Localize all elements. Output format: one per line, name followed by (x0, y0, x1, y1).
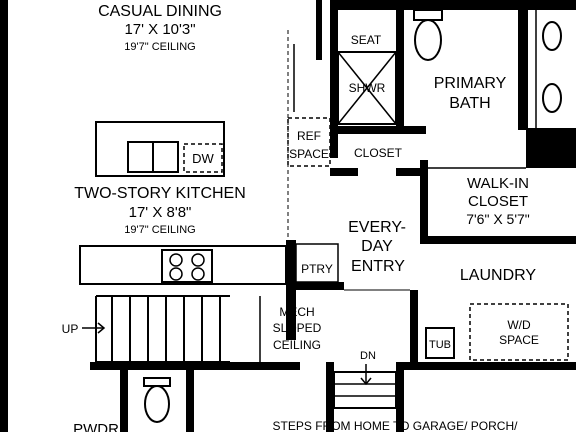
closet-bottom-wall-right (396, 168, 426, 176)
casual-dining-size: 17' X 10'3" (124, 21, 195, 38)
ref-space-outline (287, 117, 331, 167)
kitchen-size: 17' X 8'8" (129, 204, 192, 221)
bath-left-wall (330, 0, 338, 158)
burner-1 (169, 253, 183, 267)
walk-in-closet-size: 7'6" X 5'7" (466, 211, 530, 227)
walk-in-bottom-wall (420, 236, 576, 244)
closet-corner-block (526, 128, 576, 168)
mech-line2: SLOPED (273, 321, 322, 335)
left-exterior-wall (0, 0, 8, 432)
tub-label: TUB (429, 339, 451, 351)
cooktop (161, 249, 213, 283)
laundry-tub (425, 327, 455, 359)
pantry-outline (295, 243, 339, 283)
wd-space-outline (469, 303, 569, 361)
entry-line3: ENTRY (351, 258, 405, 275)
pantry-label: PTRY (301, 262, 333, 276)
labels: CASUAL DINING 17' X 10'3" 19'7" CEILING … (62, 3, 539, 432)
pwdr-toilet (144, 385, 170, 423)
bath-top-wall (330, 0, 576, 10)
shower-x2 (337, 51, 397, 125)
closet-bottom-wall-left (330, 168, 358, 176)
bottom-wall-a (90, 362, 300, 370)
casual-dining-ceiling: 19'7" CEILING (124, 41, 195, 53)
thin-lines (79, 9, 569, 423)
staircase (95, 295, 230, 363)
mech-top-wall (296, 282, 344, 290)
mech-line3: CEILING (273, 338, 321, 352)
toilet-bowl (414, 19, 442, 61)
ref-space-line2: SPACE (289, 147, 329, 161)
wd-space-line2: SPACE (499, 333, 539, 347)
primary-bath-line1: PRIMARY (434, 75, 507, 92)
casual-dining-name: CASUAL DINING (98, 3, 222, 20)
shower-divider-wall (396, 10, 404, 128)
dw-label: DW (192, 151, 214, 166)
dishwasher-outline (183, 143, 223, 173)
pwdr-left-wall (120, 370, 128, 432)
closet-label: CLOSET (354, 146, 403, 160)
primary-bath-line2: BATH (449, 95, 490, 112)
seat-label: SEAT (351, 33, 382, 47)
steps-note: STEPS FROM HOME TO GARAGE/ PORCH/ (273, 419, 519, 432)
bath-sink-1 (542, 21, 562, 51)
ref-space-line1: REF (297, 129, 321, 143)
up-arrow-head (97, 322, 106, 334)
right-bath-wall (518, 10, 528, 130)
dining-top-partition (316, 0, 322, 60)
wd-space-line1: W/D (507, 318, 531, 332)
laundry-label: LAUNDRY (460, 267, 537, 284)
walk-in-closet-line1: WALK-IN (467, 175, 529, 192)
counter (79, 245, 287, 285)
stair-landing-wall-right (396, 362, 404, 432)
bottom-wall-b (400, 362, 576, 370)
walk-in-left-wall (420, 160, 428, 242)
pwdr-label: PWDR (73, 421, 119, 432)
stair-landing-wall-left (326, 362, 334, 432)
entry-line2: DAY (361, 238, 393, 255)
pwdr-right-wall (186, 370, 194, 432)
laundry-divider-wall (410, 290, 418, 362)
mech-line1: MECH (279, 305, 314, 319)
closet-top-wall (330, 126, 426, 134)
bath-sink-2 (542, 83, 562, 113)
burner-4 (191, 267, 205, 281)
kitchen-ceiling: 19'7" CEILING (124, 224, 195, 236)
burner-3 (169, 267, 183, 281)
dn-label: DN (360, 350, 376, 362)
kitchen-pantry-wall (286, 240, 296, 340)
kitchen-name: TWO-STORY KITCHEN (74, 185, 246, 202)
burner-2 (191, 253, 205, 267)
up-label: UP (62, 322, 79, 336)
pwdr-toilet-tank (143, 377, 171, 387)
toilet-tank (413, 9, 443, 21)
shower-label: SHWR (349, 81, 386, 95)
entry-line1: EVERY- (348, 219, 406, 236)
garage-steps (333, 371, 397, 409)
kitchen-island (95, 121, 225, 177)
dn-arrow-head (360, 377, 372, 386)
walk-in-closet-line2: CLOSET (468, 193, 528, 210)
